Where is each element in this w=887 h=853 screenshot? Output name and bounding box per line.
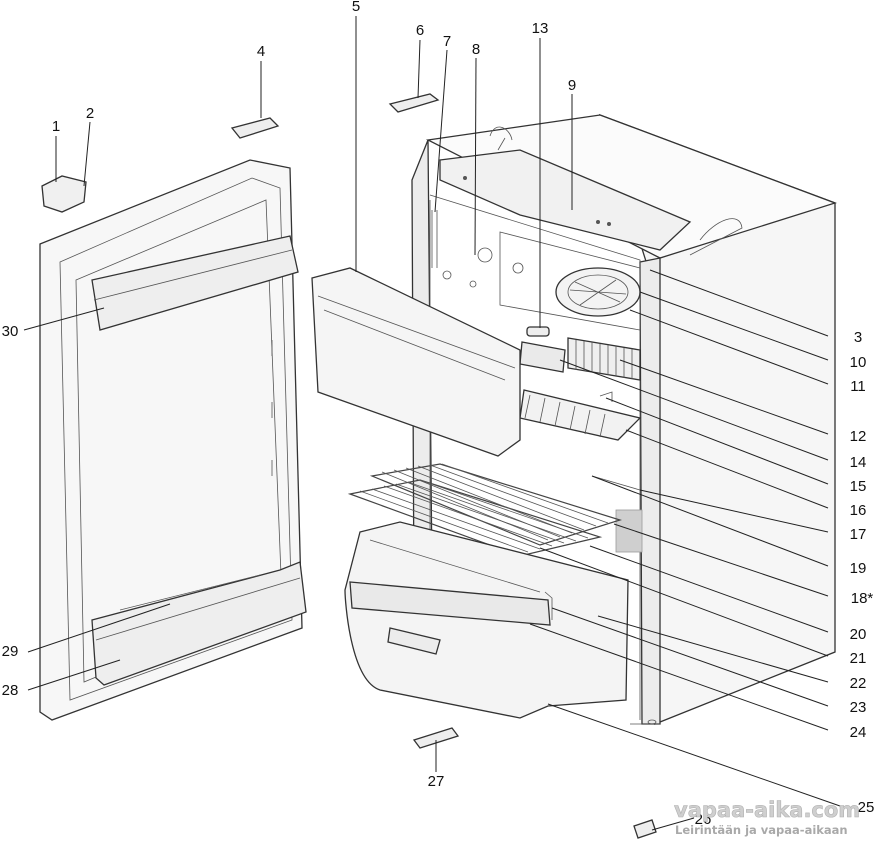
inner-small-shelf [519, 389, 642, 441]
callout-13-interior-light: 13 [532, 20, 549, 37]
crisper-drawer-drawing [344, 521, 629, 719]
callout-3-control-knob: 3 [854, 329, 862, 346]
callout-25-bottom-support: 25 [858, 799, 875, 816]
callout-23-crisper-drawer-handle: 23 [850, 699, 867, 716]
callout-22-drain-plug: 22 [850, 675, 867, 692]
callout-26-lower-hinge: 26 [695, 811, 712, 828]
callout-5-freezer-compartment-door: 5 [352, 0, 360, 15]
callout-15-shelf-clip: 15 [850, 478, 867, 495]
hinge-part-6-drawing [388, 93, 440, 113]
type-plate-drawing [615, 509, 643, 553]
callout-10-fan-cover: 10 [850, 354, 867, 371]
callout-1-upper-door-hinge-cover: 1 [52, 118, 60, 135]
callout-30-door-shelf: 30 [2, 323, 19, 340]
freezer-door-drawing [311, 267, 521, 457]
hinge-part-26-drawing [633, 819, 657, 839]
callout-16-shelf-support-rail: 16 [850, 502, 867, 519]
callout-2-upper-door-hinge: 2 [86, 105, 94, 122]
callout-6-top-hinge-bracket: 6 [416, 22, 424, 39]
watermark-site: vapaa-aika.com [674, 798, 860, 822]
hinge-part-1-drawing [41, 175, 87, 213]
cooling-fins-drawing [567, 337, 641, 381]
callout-4-door-lock-latch: 4 [257, 43, 265, 60]
callout-9-control-panel: 9 [568, 77, 576, 94]
callout-19-wire-shelf: 19 [850, 560, 867, 577]
leader-lines [23, 16, 841, 831]
callout-27-lower-door-hinge: 27 [428, 773, 445, 790]
callout-7-thermostat-sensor: 7 [443, 33, 451, 50]
callout-18-type-plate: 18* [851, 590, 874, 607]
hinge-part-27-drawing [412, 727, 460, 749]
callout-17-inner-liner: 17 [850, 526, 867, 543]
callout-11-interior-fan: 11 [850, 378, 866, 395]
wire-shelf-drawing [347, 463, 623, 557]
callout-12-cooling-fins: 12 [850, 428, 867, 445]
callout-24-crisper-drawer: 24 [850, 724, 867, 741]
callout-29-bin-retaining-bar: 29 [2, 643, 19, 660]
callout-20-crisper-cover-shelf: 20 [850, 626, 867, 643]
watermark-tagline: Leirintään ja vapaa-aikaan [675, 823, 848, 837]
callout-8-rear-wall-plug: 8 [472, 41, 480, 58]
callout-21-shelf-retainer: 21 [850, 650, 867, 667]
site-watermark: vapaa-aika.com Leirintään ja vapaa-aikaa… [674, 798, 861, 837]
interior-fan-drawing [555, 267, 641, 317]
latch-part-4-drawing [230, 117, 280, 139]
callout-28-door-bottle-bin: 28 [2, 682, 19, 699]
refrigerator-door-drawing [39, 159, 307, 721]
callout-14-freezer-drip-tray: 14 [850, 454, 867, 471]
